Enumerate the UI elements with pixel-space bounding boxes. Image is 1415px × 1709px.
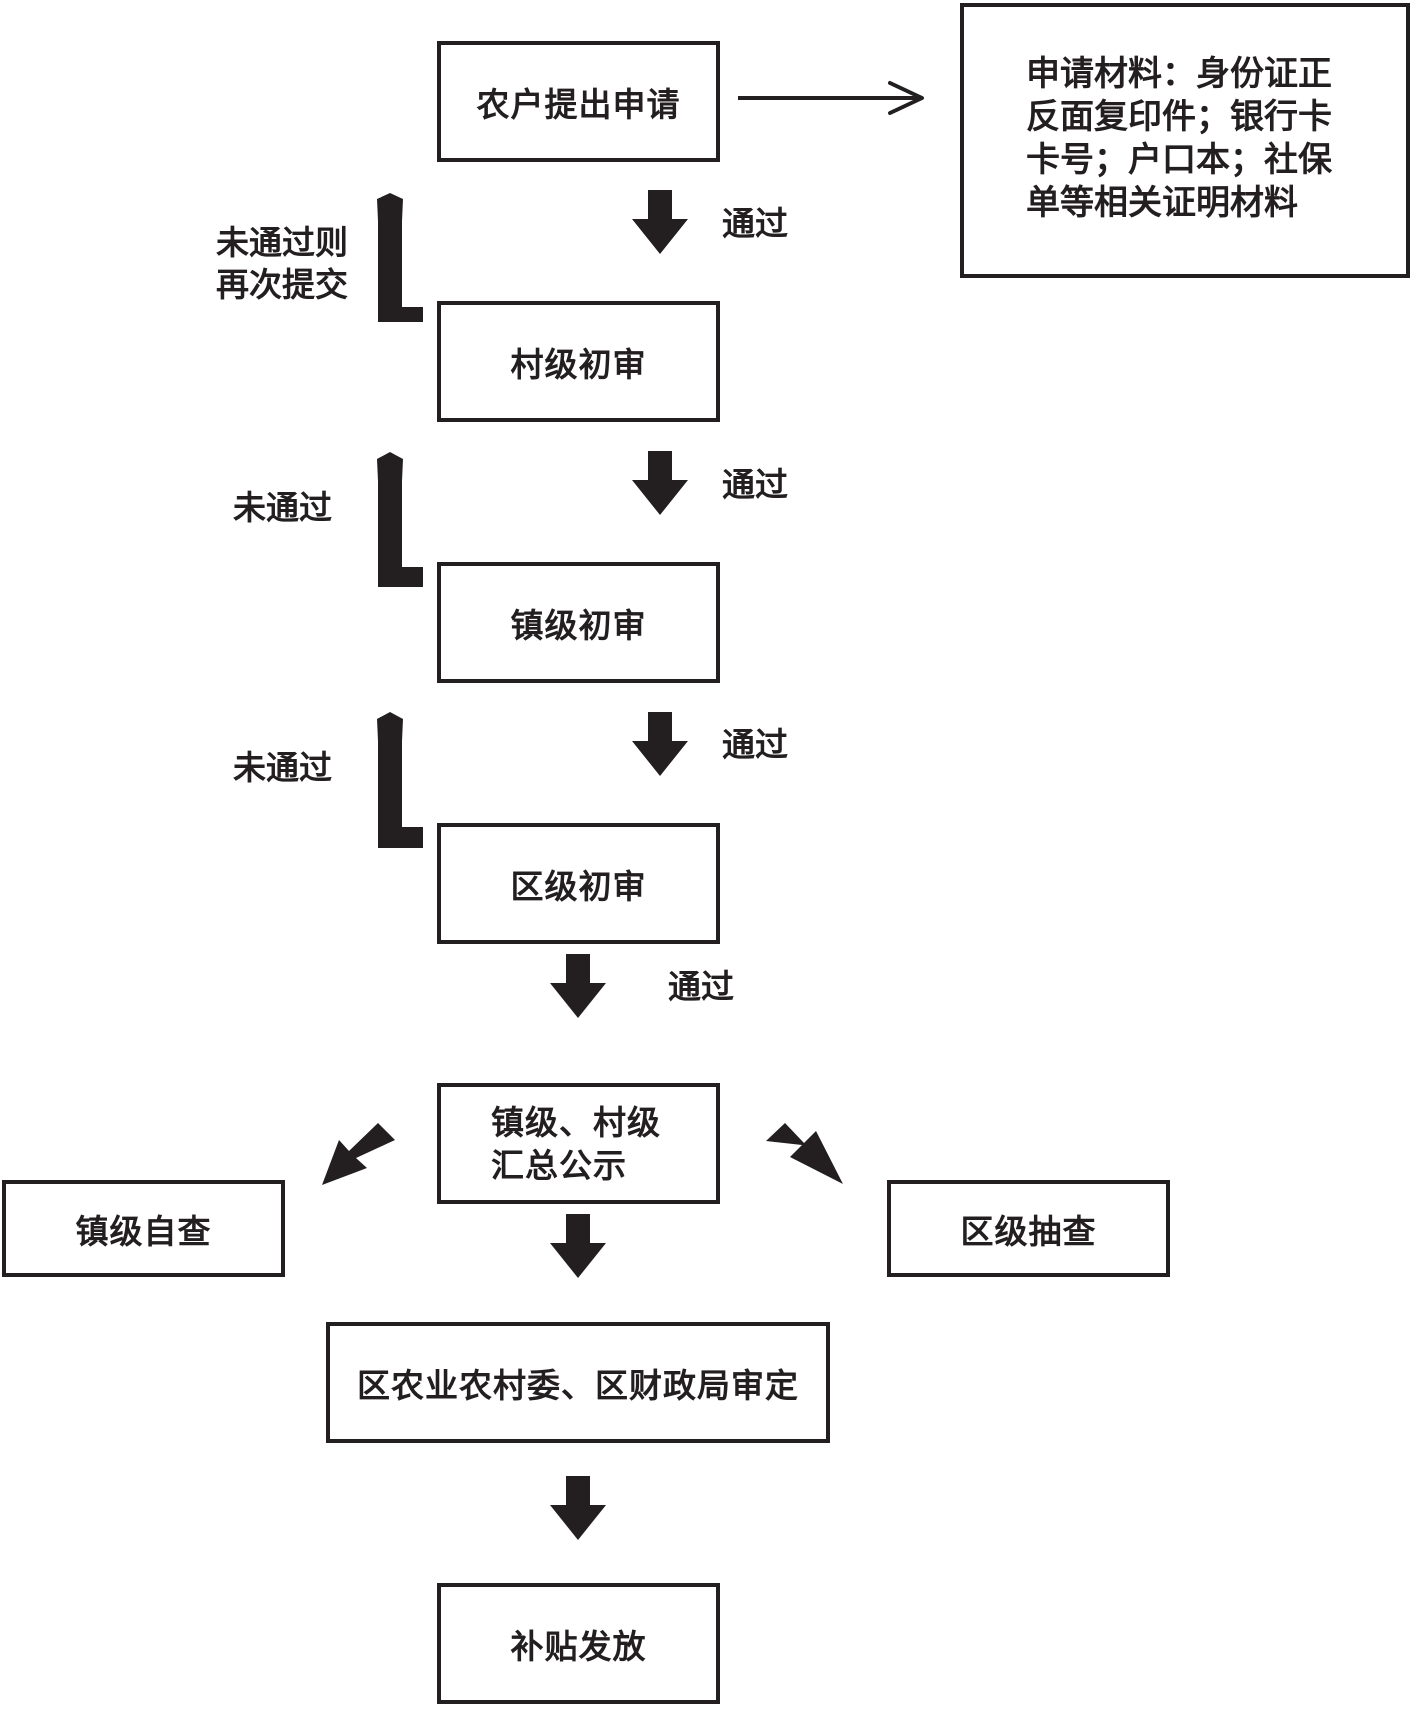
node-payout-label: 补贴发放 [510, 1626, 647, 1666]
node-apply: 农户提出申请 [437, 41, 720, 162]
node-approval: 区农业农村委、区财政局审定 [326, 1322, 830, 1443]
return-arrow-1 [377, 193, 423, 322]
edge-label-pass-4: 通过 [668, 967, 734, 1006]
down-arrow-1 [632, 190, 688, 254]
down-arrow-6 [550, 1476, 606, 1540]
node-publicize: 镇级、村级 汇总公示 [437, 1083, 720, 1204]
return-arrow-2 [377, 452, 423, 587]
node-materials: 申请材料：身份证正 反面复印件；银行卡 卡号；户口本；社保 单等相关证明材料 [960, 3, 1410, 278]
node-district-spotcheck: 区级抽查 [887, 1180, 1170, 1277]
edge-label-fail-1: 未通过则 再次提交 [216, 223, 348, 304]
node-town-selfcheck: 镇级自查 [2, 1180, 285, 1277]
node-apply-label: 农户提出申请 [476, 84, 681, 124]
node-payout: 补贴发放 [437, 1583, 720, 1704]
node-district-review: 区级初审 [437, 823, 720, 944]
edge-label-pass-2: 通过 [722, 465, 788, 504]
node-town-review-label: 镇级初审 [510, 605, 647, 645]
node-district-spotcheck-label: 区级抽查 [960, 1211, 1097, 1251]
edge-label-fail-2: 未通过 [233, 488, 332, 527]
edge-label-pass-1: 通过 [722, 204, 788, 243]
down-arrow-5 [550, 1214, 606, 1278]
down-arrow-4 [550, 954, 606, 1018]
node-village-review: 村级初审 [437, 301, 720, 422]
node-district-review-label: 区级初审 [510, 866, 647, 906]
node-village-review-label: 村级初审 [510, 344, 647, 384]
edge-label-pass-3: 通过 [722, 725, 788, 764]
down-arrow-2 [632, 451, 688, 515]
node-town-selfcheck-label: 镇级自查 [75, 1211, 212, 1251]
node-town-review: 镇级初审 [437, 562, 720, 683]
diag-arrow-to-selfcheck [322, 1123, 395, 1185]
return-arrow-3 [377, 712, 423, 848]
down-arrow-3 [632, 712, 688, 776]
edge-label-fail-3: 未通过 [233, 748, 332, 787]
diag-arrow-to-spotcheck [766, 1123, 843, 1184]
node-approval-label: 区农业农村委、区财政局审定 [357, 1365, 799, 1405]
arrow-to-materials [738, 81, 924, 115]
